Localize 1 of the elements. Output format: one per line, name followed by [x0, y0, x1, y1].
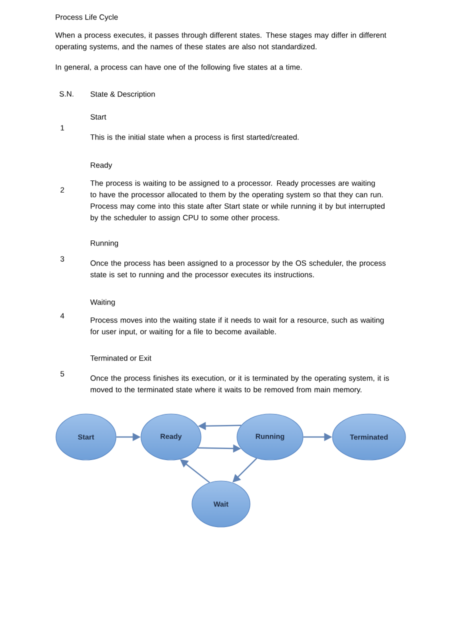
- arrow: [180, 459, 210, 484]
